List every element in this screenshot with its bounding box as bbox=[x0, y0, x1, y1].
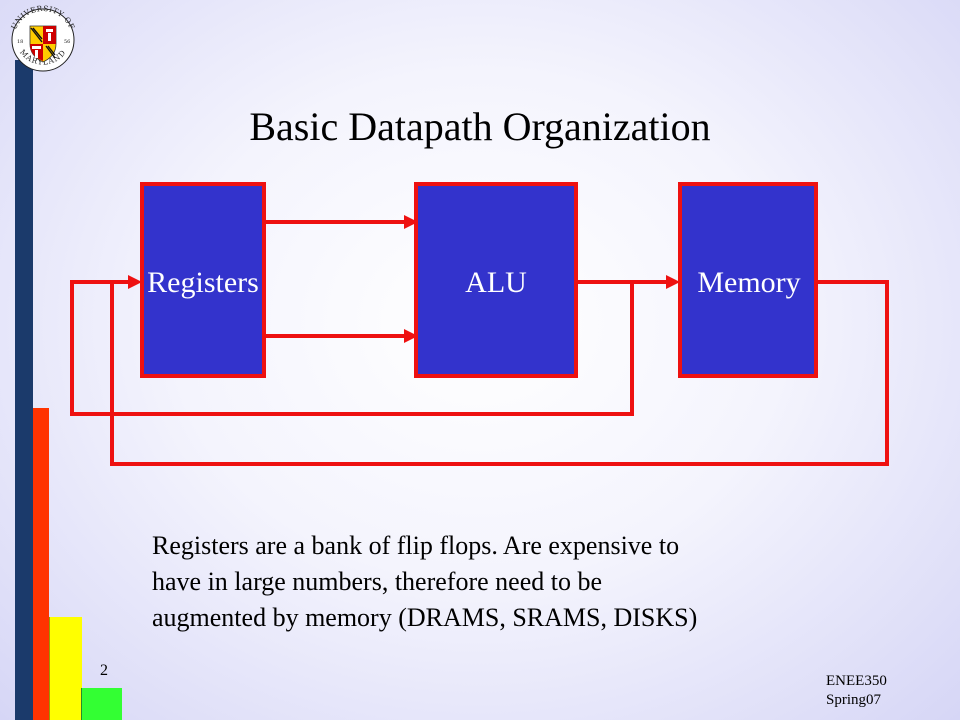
block-alu: ALU bbox=[414, 182, 578, 378]
block-registers: Registers bbox=[140, 182, 266, 378]
arrow-feedback-registers bbox=[128, 275, 142, 289]
arrow-registers-alu-bottom bbox=[404, 329, 418, 343]
slide-title: Basic Datapath Organization bbox=[249, 104, 711, 149]
logo-year-left: 18 bbox=[17, 39, 23, 45]
decor-bar-yellow bbox=[49, 617, 82, 720]
wires bbox=[70, 215, 889, 466]
body-paragraph: Registers are a bank of flip flops. Are … bbox=[152, 528, 852, 636]
body-line: have in large numbers, therefore need to… bbox=[152, 567, 602, 596]
footer-term: Spring07 bbox=[826, 692, 882, 708]
decor-bar-orange bbox=[33, 408, 49, 720]
body-line: Registers are a bank of flip flops. Are … bbox=[152, 531, 680, 560]
shield-icon bbox=[29, 25, 57, 63]
page-number: 2 bbox=[100, 662, 108, 679]
arrow-alu-memory bbox=[666, 275, 680, 289]
footer-course-info: ENEE350 Spring07 bbox=[826, 672, 887, 710]
block-label-alu: ALU bbox=[465, 266, 527, 299]
block-label-memory: Memory bbox=[697, 266, 800, 299]
decor-bar-navy bbox=[15, 60, 33, 720]
arrow-registers-alu-top bbox=[404, 215, 418, 229]
block-label-registers: Registers bbox=[147, 266, 259, 299]
wire-memory-feedback bbox=[110, 280, 889, 466]
decor-bar-green bbox=[81, 688, 122, 720]
university-seal-logo: UNIVERSITY OF MARYLAND 18 56 bbox=[9, 4, 76, 72]
body-line: augmented by memory (DRAMS, SRAMS, DISKS… bbox=[152, 603, 698, 632]
wire-alu-feedback bbox=[70, 280, 634, 416]
footer-course: ENEE350 bbox=[826, 673, 887, 689]
logo-year-right: 56 bbox=[64, 39, 70, 45]
block-memory: Memory bbox=[678, 182, 818, 378]
